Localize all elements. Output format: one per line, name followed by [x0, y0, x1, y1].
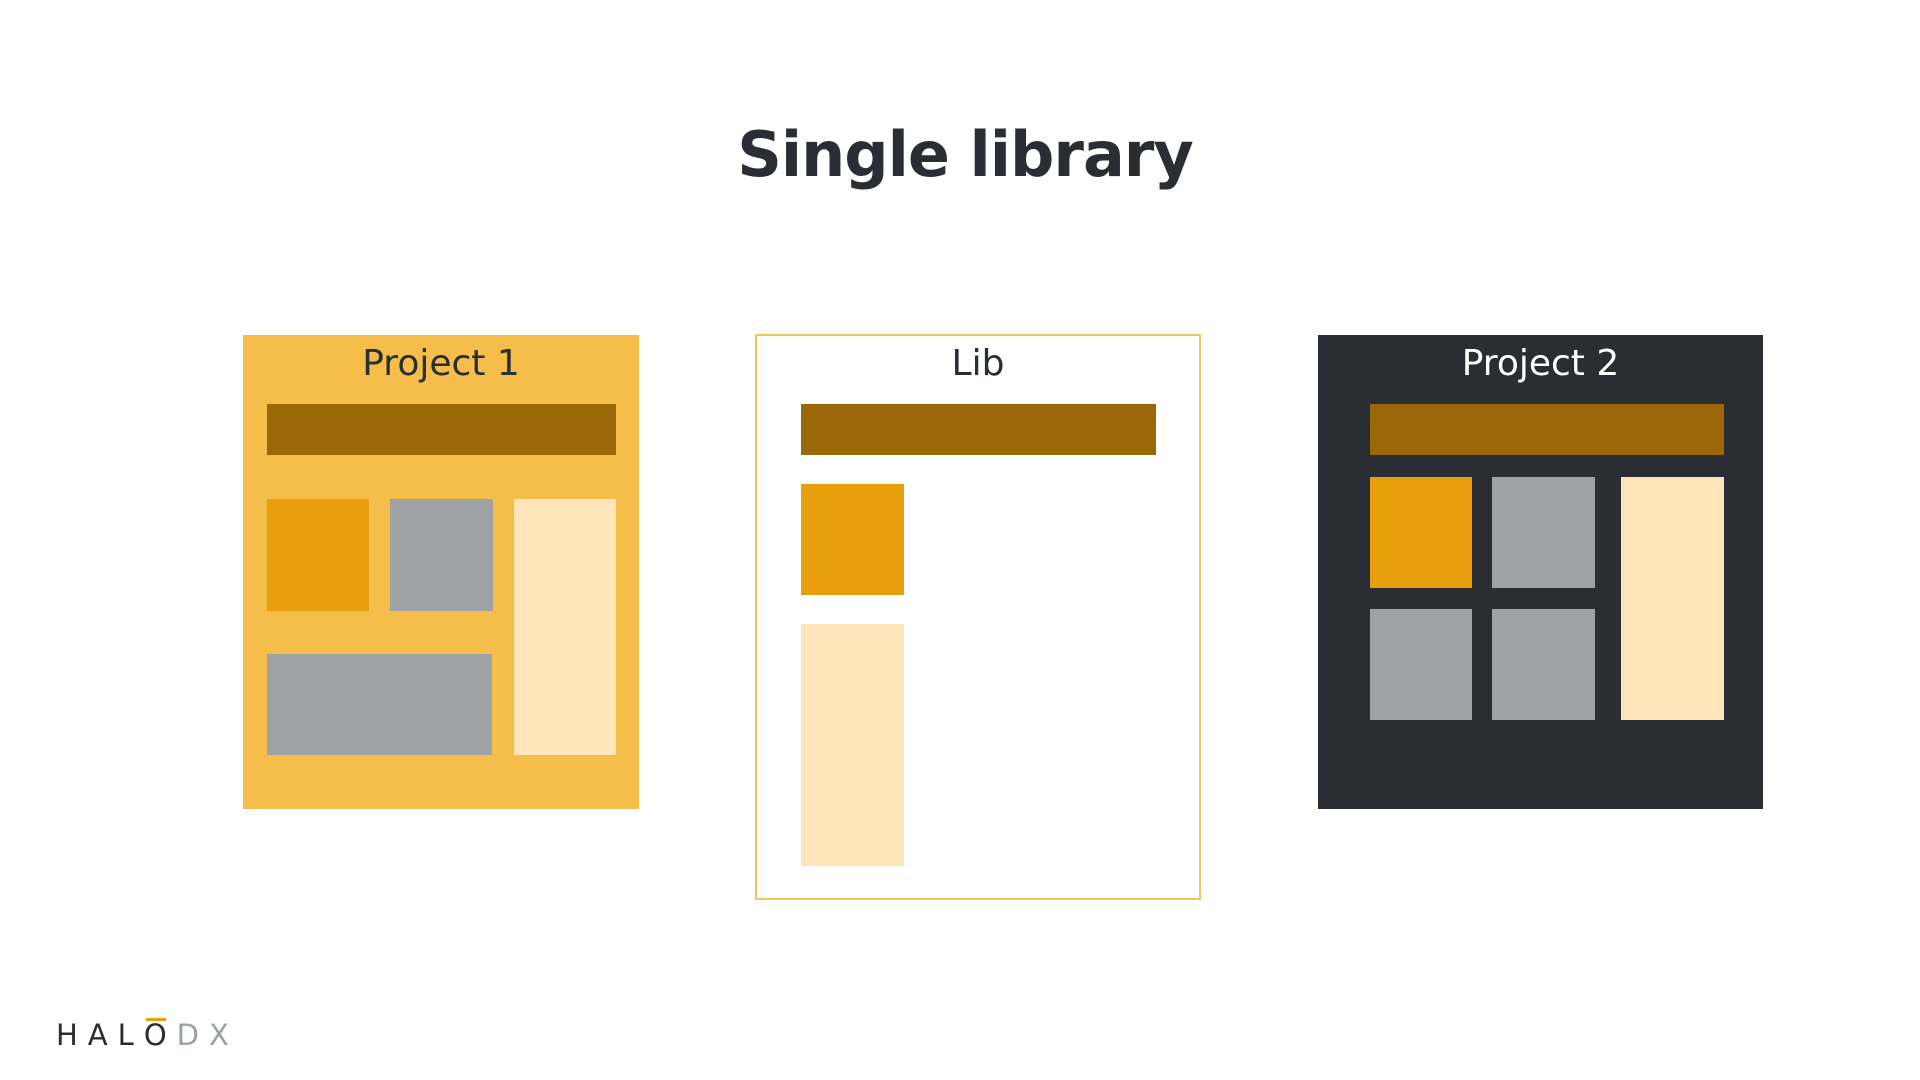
project-2-gray-tile: [1370, 609, 1472, 720]
project-2-cream-column: [1621, 477, 1724, 720]
lib-header-bar: [801, 404, 1156, 455]
project-2-gray-tile: [1492, 477, 1595, 588]
project-2-panel: Project 2: [1318, 335, 1763, 809]
logo-macron: [145, 1018, 166, 1021]
slide-title: Single library: [737, 118, 1194, 191]
project-1-header-bar: [267, 404, 616, 455]
project-2-gray-tile: [1492, 609, 1595, 720]
project-1-gray-tile: [390, 499, 493, 611]
project-2-header-bar: [1370, 404, 1724, 455]
project-2-label: Project 2: [1461, 343, 1620, 384]
lib-cream-column: [801, 624, 904, 866]
project-1-cream-column: [514, 499, 616, 755]
lib-panel: Lib: [755, 334, 1201, 900]
project-1-label: Project 1: [362, 343, 520, 384]
logo-text-hal: HAL: [56, 1018, 144, 1052]
logo-text-dx: DX: [176, 1018, 239, 1052]
project-1-gray-wide-tile: [267, 654, 492, 755]
project-1-panel: Project 1: [243, 335, 639, 809]
logo-text-o: O: [143, 1018, 177, 1052]
project-1-orange-tile: [267, 499, 369, 611]
lib-orange-tile: [801, 484, 904, 595]
lib-label: Lib: [951, 343, 1005, 384]
project-2-orange-tile: [1370, 477, 1472, 588]
